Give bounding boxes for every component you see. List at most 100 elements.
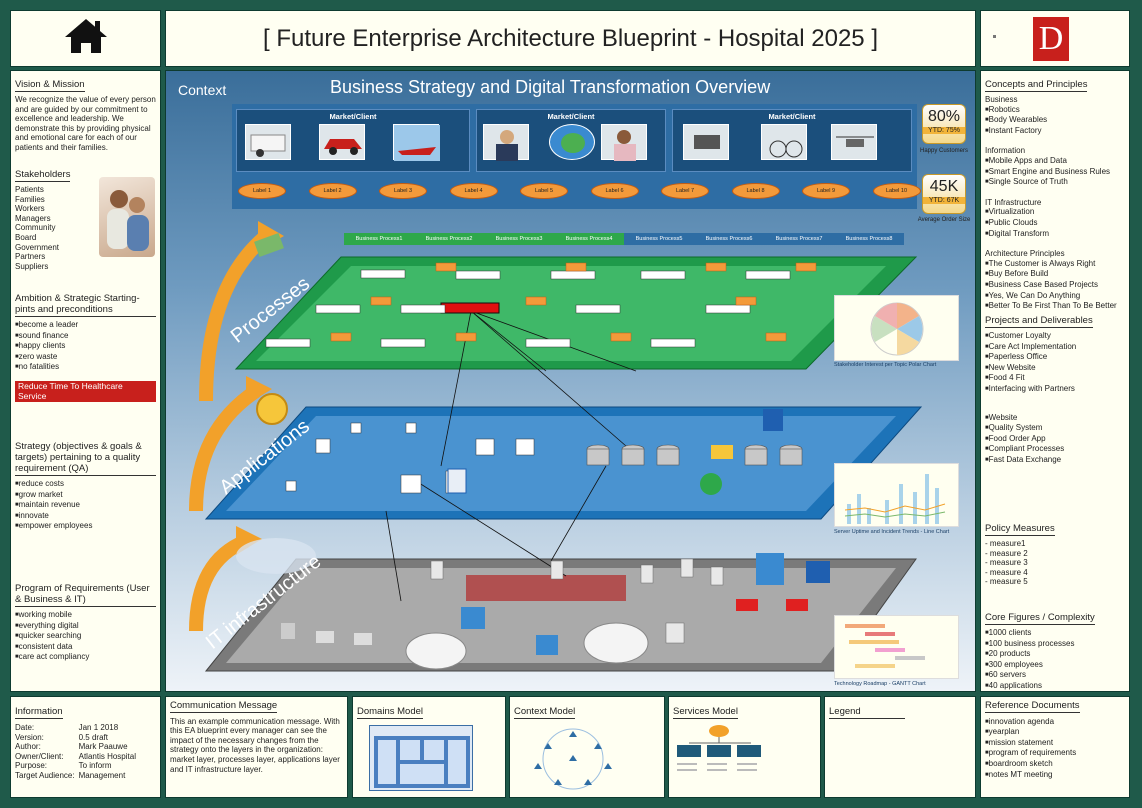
market-title: Market/Client [547, 112, 595, 121]
kpi-value: 80% [927, 108, 961, 125]
label-pill: Label 7 [661, 183, 709, 199]
concepts-it: IT Infrastructure [985, 197, 1042, 207]
list-item: everything digital [15, 621, 156, 632]
info-key: Owner/Client: [15, 751, 64, 761]
drone-image [831, 124, 877, 160]
table-row: Date: Jan 1 2018 [15, 723, 140, 733]
list-item: 20 products [985, 649, 1125, 660]
list-item: Partners [15, 252, 46, 262]
info-value: To inform [78, 761, 112, 770]
camera-image [683, 124, 729, 160]
strategy-heading: Strategy (objectives & goals & targets) … [15, 441, 156, 476]
policy-heading: Policy Measures [985, 523, 1055, 536]
info-key: Author: [15, 742, 41, 751]
program-heading: Program of Requirements (User & Business… [15, 583, 156, 607]
right-sidebar: Concepts and Principles Business Robotic… [980, 70, 1130, 692]
list-item: Care Act Implementation [985, 342, 1125, 353]
list-item[interactable]: mission statement [985, 738, 1125, 749]
business-process-tab[interactable]: Business Process7 [764, 233, 834, 245]
services-model-heading: Services Model [673, 706, 738, 719]
business-process-tab[interactable]: Business Process4 [554, 233, 624, 245]
domains-thumbnail[interactable] [369, 725, 473, 791]
list-item: Robotics [985, 105, 1125, 116]
strategy-section: Strategy (objectives & goals & targets) … [15, 441, 156, 532]
list-item: 300 employees [985, 660, 1125, 671]
market-box-3: Market/Client [672, 109, 912, 172]
list-item: Suppliers [15, 261, 49, 271]
ambition-heading: Ambition & Strategic Starting-pints and … [15, 293, 156, 317]
list-item: 100 business processes [985, 639, 1125, 650]
services-model-panel[interactable]: Services Model [668, 696, 821, 798]
services-thumbnail[interactable] [673, 723, 773, 793]
vision-section: Vision & Mission We recognize the value … [15, 79, 156, 153]
nurse-image [601, 124, 647, 161]
kpi-caption: Happy Customers [919, 148, 969, 154]
list-item: empower employees [15, 521, 156, 532]
domains-panel[interactable]: Domains Model [352, 696, 506, 798]
home-icon[interactable] [63, 17, 109, 60]
list-item: Compliant Processes [985, 444, 1125, 455]
list-item: Single Source of Truth [985, 177, 1125, 188]
label-pill: Label 4 [449, 183, 498, 199]
chart-caption: Stakeholder Interest per Topic Polar Cha… [834, 362, 937, 368]
information-table: Date:Jan 1 2018 Version:0.5 draft Author… [15, 723, 140, 780]
context-model-panel[interactable]: Context Model [509, 696, 665, 798]
chart-caption: Server Uptime and Incident Trends - Line… [834, 529, 950, 535]
info-value: Management [78, 770, 126, 780]
list-item[interactable]: yearplan [985, 727, 1125, 738]
list-item[interactable]: innovation agenda [985, 717, 1125, 728]
caravan-image [245, 124, 291, 160]
business-process-tab[interactable]: Business Process1 [344, 233, 414, 245]
businessman-image [483, 124, 529, 161]
list-item: Food 4 Fit [985, 373, 1125, 384]
list-item: Virtualization [985, 207, 1125, 218]
list-item: Food Order App [985, 434, 1125, 445]
label-pill: Label 1 [238, 183, 286, 199]
layer-planes [189, 221, 923, 672]
label-pill: Label 5 [520, 183, 568, 199]
label-pill: Label 6 [590, 183, 639, 199]
business-process-tab[interactable]: Business Process8 [834, 233, 904, 245]
info-key: Date: [15, 723, 35, 732]
list-item: Board [15, 232, 37, 242]
table-row: Target Audience:Management [15, 771, 140, 781]
list-item: measure1 [985, 539, 1125, 549]
list-item: consistent data [15, 642, 156, 653]
architecture-diagram: Context Business Strategy and Digital Tr… [165, 70, 976, 692]
business-process-tab[interactable]: Business Process3 [484, 233, 554, 245]
context-thumbnail[interactable] [518, 723, 628, 791]
projects-heading: Projects and Deliverables [985, 315, 1093, 328]
list-item[interactable]: program of requirements [985, 748, 1125, 759]
label-pill: Label 9 [802, 183, 850, 199]
company-logo: D [1033, 17, 1069, 61]
communication-panel: Communication Message This an example co… [165, 696, 348, 798]
list-item: grow market [15, 490, 156, 501]
list-item: Buy Before Build [985, 269, 1125, 280]
car-image [319, 124, 365, 160]
list-item: zero waste [15, 352, 156, 363]
info-value: Jan 1 2018 [78, 723, 119, 732]
business-process-tab[interactable]: Business Process5 [624, 233, 694, 245]
list-item: Government [15, 242, 60, 252]
info-value: 0.5 draft [78, 732, 108, 742]
list-item: Managers [15, 213, 51, 223]
business-process-tab[interactable]: Business Process6 [694, 233, 764, 245]
list-item: Workers [15, 204, 45, 214]
list-item[interactable]: notes MT meeting [985, 770, 1125, 781]
vision-heading: Vision & Mission [15, 79, 85, 92]
info-key: Target Audience: [15, 770, 75, 780]
market-box-2: Market/Client [476, 109, 666, 172]
information-heading: Information [15, 706, 63, 719]
list-item[interactable]: boardroom sketch [985, 759, 1125, 770]
list-item: Instant Factory [985, 126, 1125, 137]
list-item: no fatalities [15, 362, 156, 373]
stakeholders-section: Stakeholders Patients Families Workers M… [15, 169, 156, 271]
references-heading: Reference Documents [985, 700, 1080, 713]
concepts-section: Concepts and Principles Business Robotic… [985, 79, 1125, 312]
list-item: Customer Loyalty [985, 331, 1125, 342]
list-item: Body Wearables [985, 115, 1125, 126]
list-item: Business Case Based Projects [985, 280, 1125, 291]
list-item: 60 servers [985, 670, 1125, 681]
logo-dot [993, 35, 996, 38]
business-process-tab[interactable]: Business Process2 [414, 233, 484, 245]
